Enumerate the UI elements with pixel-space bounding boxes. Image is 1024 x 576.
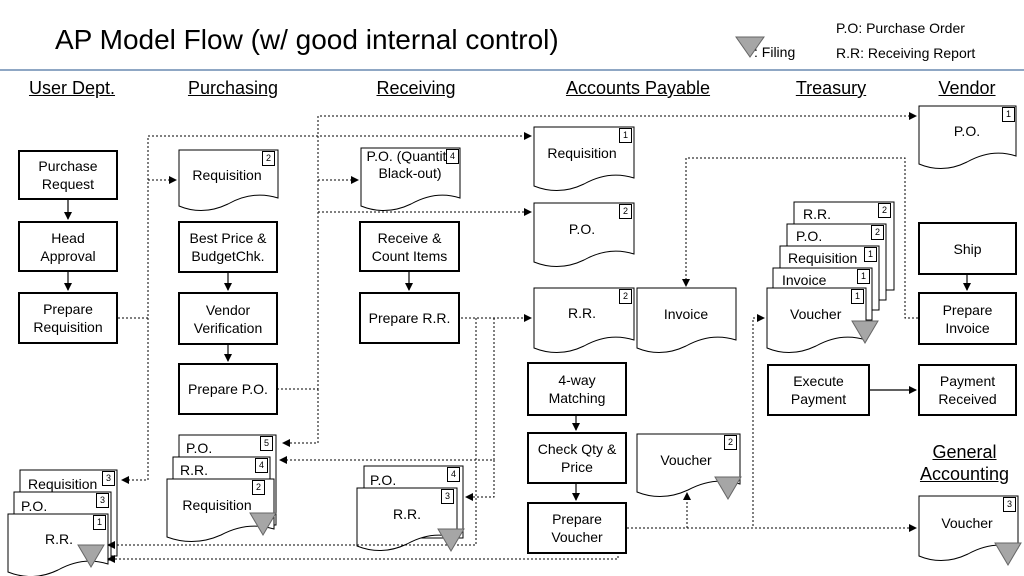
doc-copy-number: 4 bbox=[447, 467, 460, 482]
step-receive-count: Receive & Count Items bbox=[359, 221, 460, 272]
doc-shape bbox=[360, 147, 461, 211]
column-accounts-payable: Accounts Payable bbox=[565, 78, 711, 98]
column-purchasing: Purchasing bbox=[187, 78, 279, 98]
column-general-accounting: General Accounting bbox=[919, 442, 1010, 484]
doc-copy-number: 3 bbox=[1003, 497, 1016, 512]
doc-copy-number: 1 bbox=[619, 128, 632, 143]
doc-shape bbox=[533, 126, 635, 191]
doc-shape bbox=[636, 287, 737, 353]
step-execute-payment: Execute Payment bbox=[767, 364, 870, 416]
doc-label: P.O. bbox=[953, 123, 981, 139]
doc-copy-number: 2 bbox=[619, 204, 632, 219]
step-prepare-voucher: Prepare Voucher bbox=[527, 502, 627, 554]
doc-copy-number: 3 bbox=[96, 493, 109, 508]
column-vendor: Vendor bbox=[938, 78, 996, 98]
filing-triangle-icon bbox=[77, 544, 105, 568]
doc-copy-number: 1 bbox=[1002, 107, 1015, 122]
step-ship: Ship bbox=[918, 222, 1017, 275]
step-prepare-invoice: Prepare Invoice bbox=[918, 292, 1017, 345]
doc-copy-number: 2 bbox=[619, 289, 632, 304]
doc-copy-number: 4 bbox=[255, 458, 268, 473]
doc-label: Requisition bbox=[182, 497, 252, 513]
doc-label: P.O. bbox=[21, 498, 48, 514]
column-treasury: Treasury bbox=[795, 78, 867, 98]
filing-triangle-icon bbox=[249, 512, 277, 536]
doc-copy-number: 2 bbox=[262, 151, 275, 166]
doc-label: P.O. (Quantity Black-out) bbox=[366, 148, 454, 181]
doc-label: Requisition bbox=[28, 476, 98, 492]
doc-label: P.O. bbox=[796, 228, 823, 244]
step-payment-received: Payment Received bbox=[918, 364, 1017, 416]
doc-label: Requisition bbox=[192, 167, 262, 183]
doc-shape bbox=[766, 287, 867, 353]
doc-shape bbox=[533, 202, 635, 267]
column-receiving: Receiving bbox=[376, 78, 456, 98]
doc-label: P.O. bbox=[568, 221, 596, 237]
step-best-price: Best Price & BudgetChk. bbox=[178, 221, 278, 273]
doc-shape bbox=[178, 149, 279, 211]
step-prepare-rr: Prepare R.R. bbox=[359, 292, 460, 344]
doc-copy-number: 2 bbox=[871, 225, 884, 240]
legend-po: P.O: Purchase Order bbox=[836, 20, 965, 36]
doc-label: Voucher bbox=[941, 515, 993, 531]
doc-label: P.O. bbox=[370, 472, 397, 488]
doc-label: Requisition bbox=[788, 250, 858, 266]
doc-copy-number: 2 bbox=[724, 435, 737, 450]
filing-triangle-icon bbox=[437, 528, 465, 552]
doc-shape bbox=[7, 513, 109, 576]
doc-label: P.O. bbox=[186, 440, 213, 456]
filing-legend-icon bbox=[735, 36, 765, 58]
doc-label: R.R. bbox=[393, 506, 421, 522]
doc-label: R.R. bbox=[45, 531, 73, 547]
step-four-way-matching: 4-way Matching bbox=[527, 362, 627, 416]
step-purchase-request: Purchase Request bbox=[18, 150, 118, 200]
step-head-approval: Head Approval bbox=[18, 221, 118, 272]
legend-filing: : Filing bbox=[754, 44, 796, 60]
doc-copy-number: 3 bbox=[441, 489, 454, 504]
doc-copy-number: 5 bbox=[260, 436, 273, 451]
doc-label: Voucher bbox=[790, 306, 842, 322]
doc-label: Requisition bbox=[547, 145, 617, 161]
filing-triangle-icon bbox=[994, 542, 1022, 566]
doc-label: Voucher bbox=[660, 452, 712, 468]
doc-label: R.R. bbox=[180, 462, 208, 478]
doc-label: Invoice bbox=[663, 306, 709, 322]
doc-label: R.R. bbox=[568, 305, 596, 321]
doc-copy-number: 1 bbox=[864, 247, 877, 262]
filing-triangle-icon bbox=[714, 476, 742, 500]
legend-rr: R.R: Receiving Report bbox=[836, 45, 976, 61]
column-user-dept: User Dept. bbox=[28, 78, 116, 98]
doc-label: Invoice bbox=[782, 272, 827, 288]
doc-label: R.R. bbox=[803, 206, 831, 222]
step-prepare-po: Prepare P.O. bbox=[178, 363, 278, 415]
step-prepare-requisition: Prepare Requisition bbox=[18, 292, 118, 344]
step-check-qty-price: Check Qty & Price bbox=[527, 432, 627, 484]
doc-shape bbox=[166, 478, 275, 542]
doc-copy-number: 1 bbox=[857, 269, 870, 284]
doc-shape bbox=[918, 105, 1017, 169]
doc-copy-number: 1 bbox=[93, 515, 106, 530]
doc-copy-number: 4 bbox=[446, 149, 459, 164]
page-title: AP Model Flow (w/ good internal control) bbox=[55, 24, 559, 55]
filing-triangle-icon bbox=[851, 320, 879, 344]
doc-copy-number: 2 bbox=[252, 480, 265, 495]
header-divider bbox=[0, 69, 1024, 71]
doc-copy-number: 2 bbox=[878, 203, 891, 218]
doc-copy-number: 1 bbox=[851, 289, 864, 304]
step-vendor-verification: Vendor Verification bbox=[178, 292, 278, 345]
doc-copy-number: 3 bbox=[102, 471, 115, 486]
doc-shape bbox=[533, 287, 635, 353]
